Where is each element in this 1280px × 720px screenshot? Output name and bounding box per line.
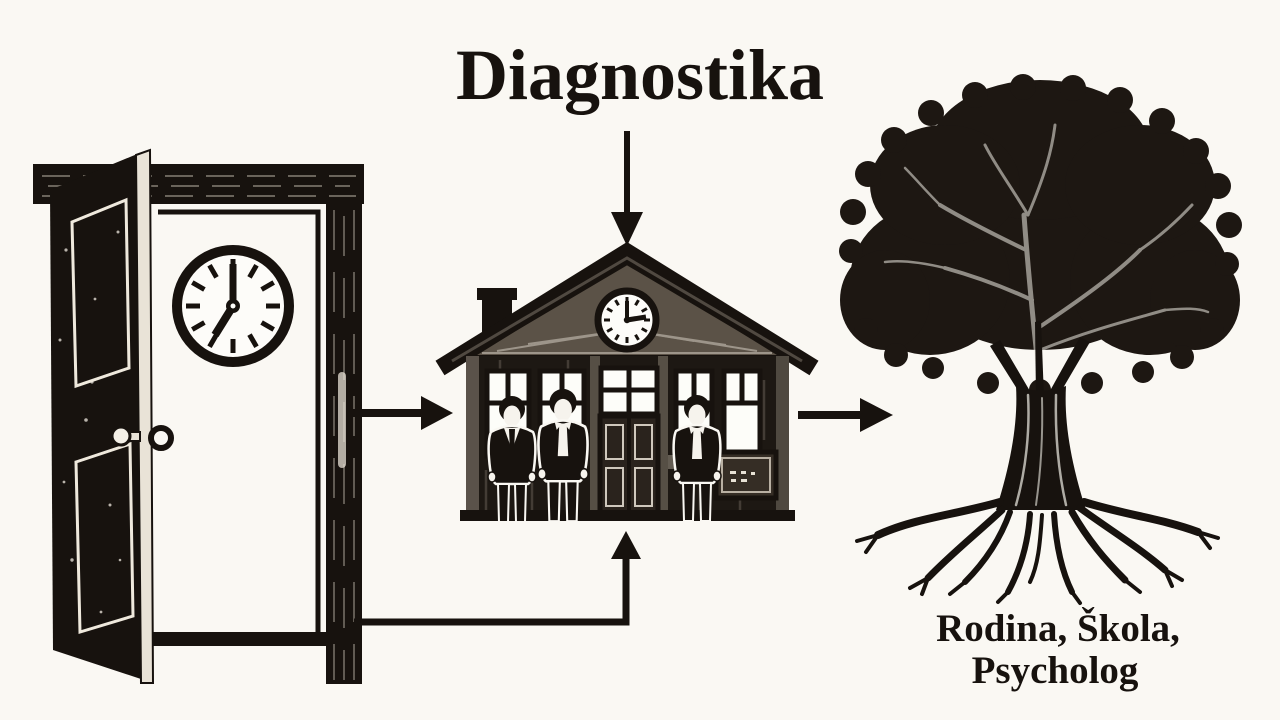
arrow-door-bottom-to-school (354, 531, 641, 626)
arrow-title-to-school (611, 131, 643, 246)
open-door-with-wall-clock-icon (33, 148, 364, 684)
school-gable-clock-icon (594, 287, 660, 353)
tree-caption-line1: Rodina, Škola, (936, 605, 1180, 650)
person-3-icon (672, 395, 722, 522)
doorway-clock-icon (172, 245, 294, 367)
tree-with-roots-icon: Rodina, Škola, Psycholog (839, 74, 1242, 692)
tree-caption-line2: Psycholog (972, 649, 1139, 692)
arrow-door-to-school (352, 396, 453, 430)
title-text: Diagnostika (456, 35, 824, 115)
door-handle-icon (110, 425, 174, 451)
school-building-with-three-people-icon (435, 241, 819, 523)
arrow-school-to-tree (798, 398, 893, 432)
school-entrance-door-icon (597, 413, 661, 516)
person-2-icon (537, 388, 589, 523)
notice-board-icon (713, 449, 779, 501)
person-1-icon (487, 396, 537, 523)
